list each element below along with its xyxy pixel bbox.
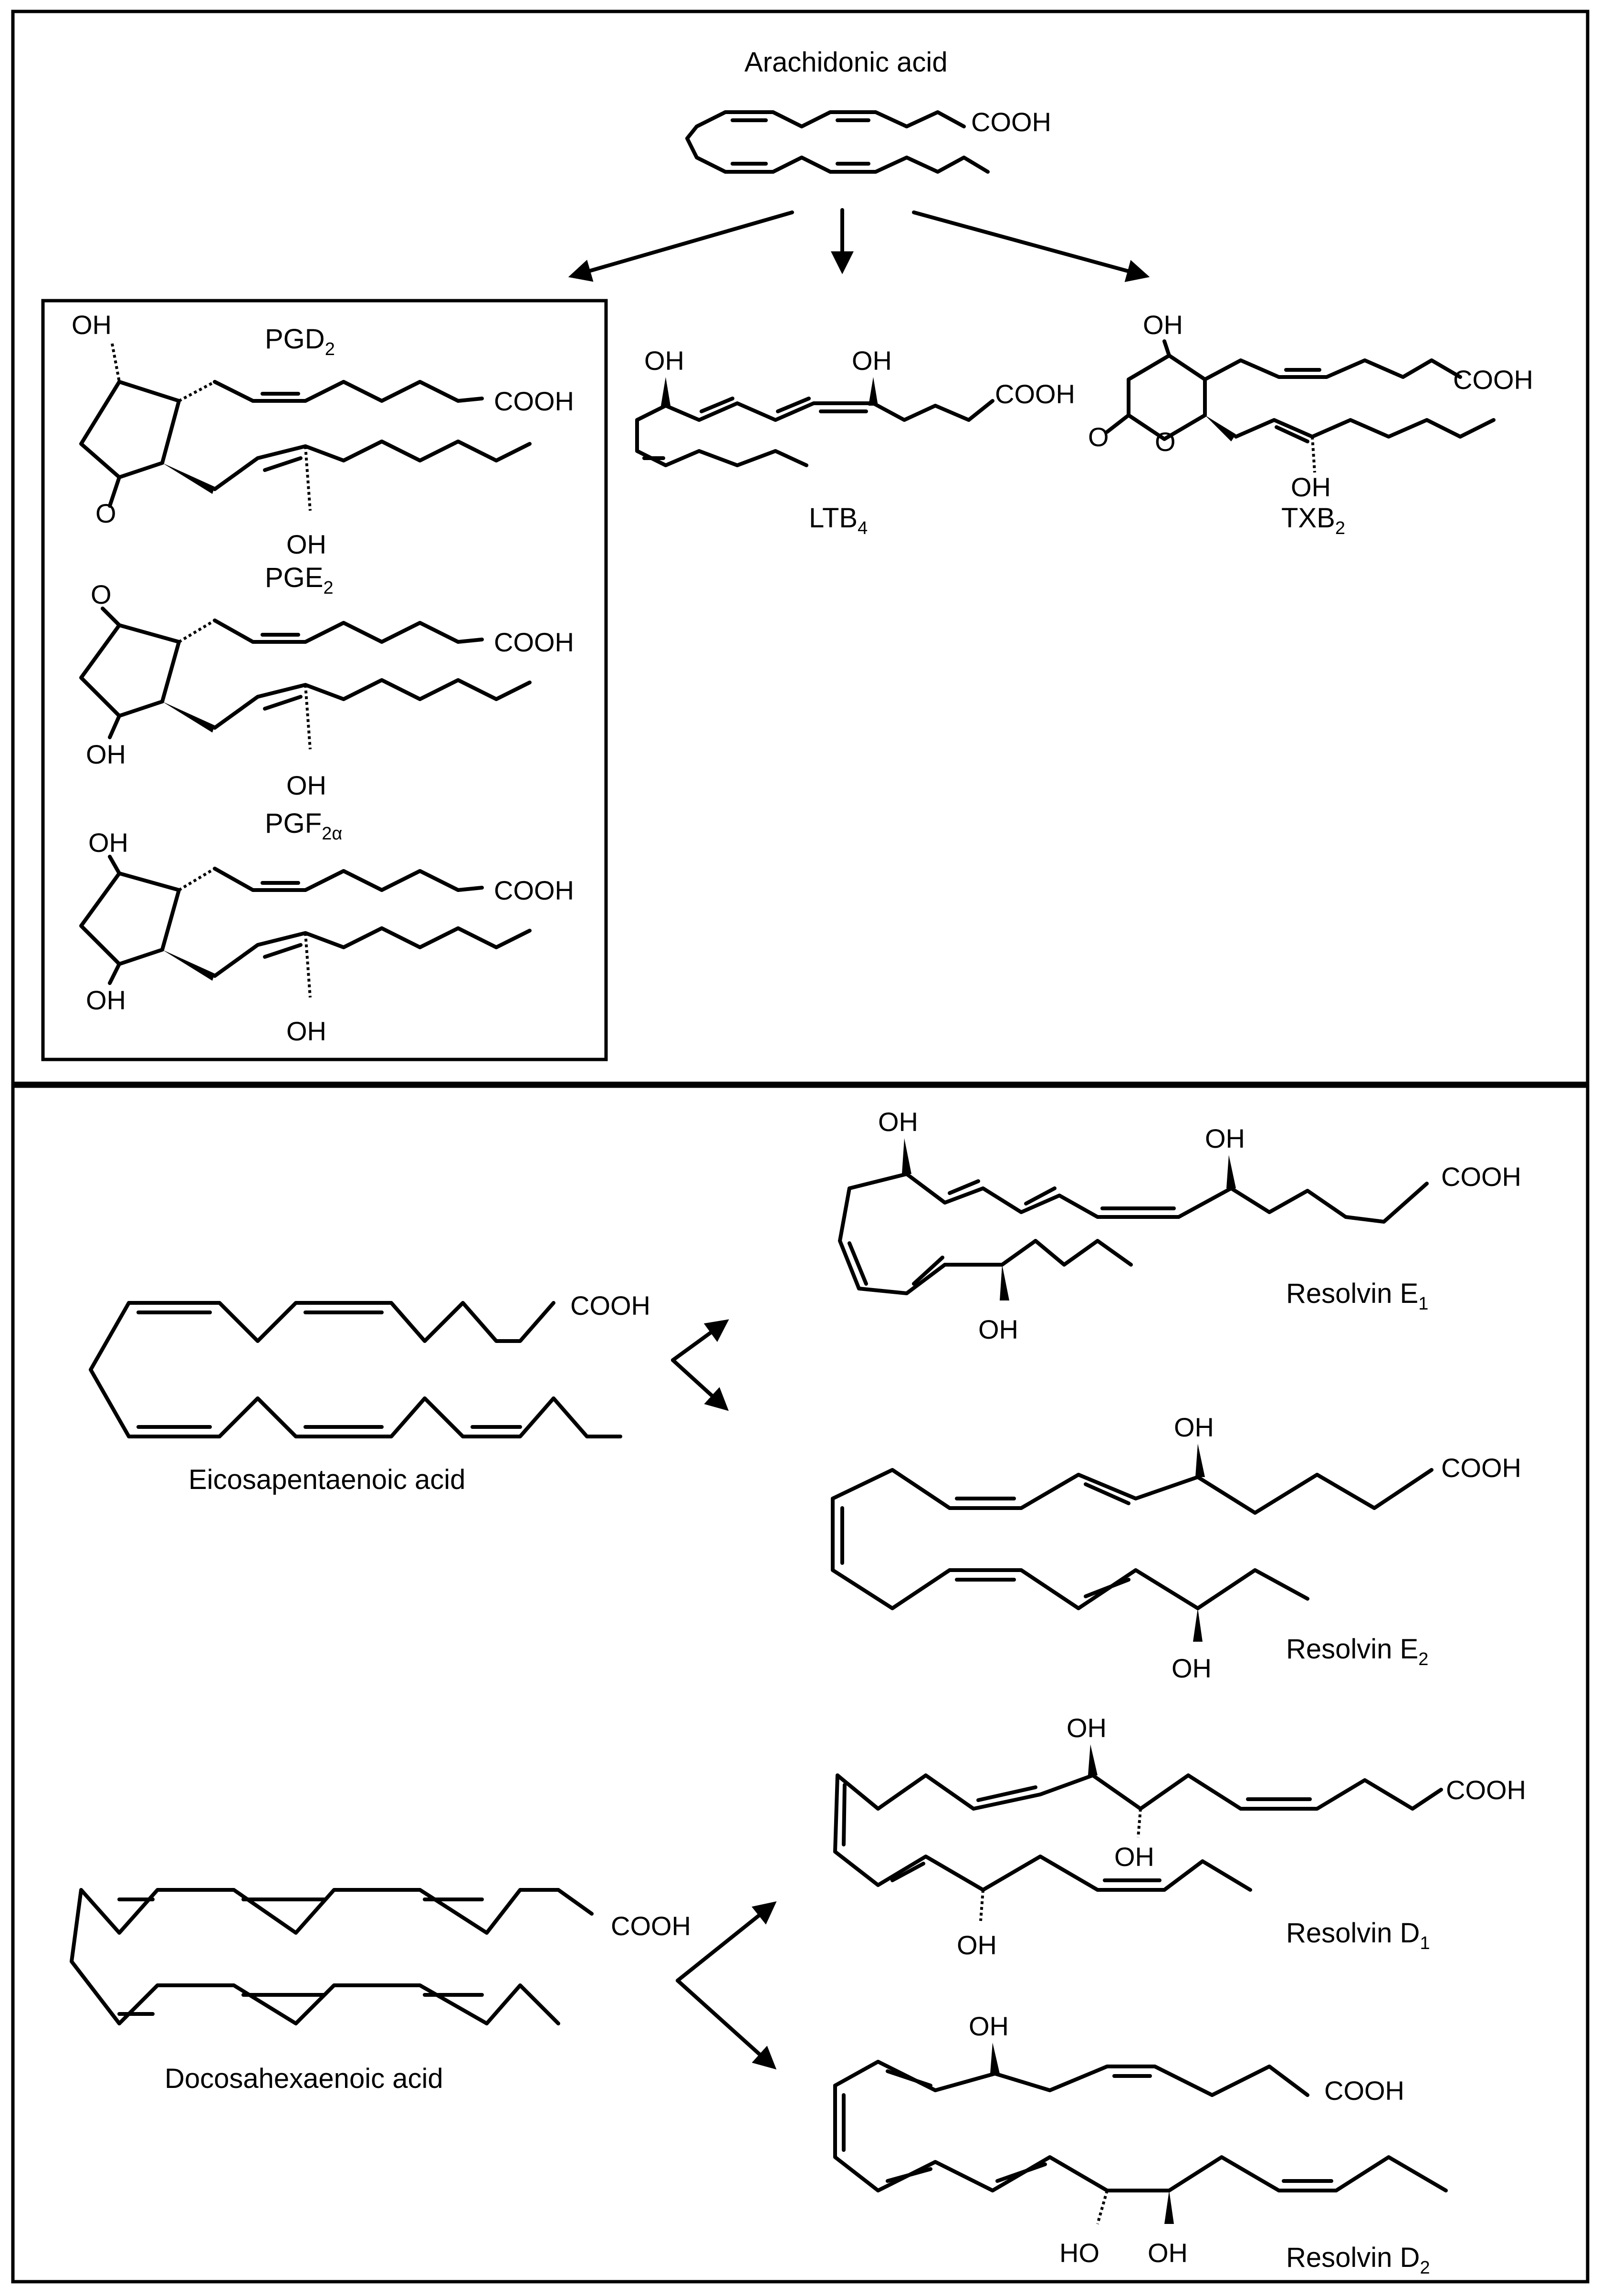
txb2-keto: O [1088,422,1109,452]
ltb4-structure: OH OH COOH LTB4 [635,346,1075,538]
rvd2-oh-bottom1: HO [1059,2238,1099,2268]
ltb4-oh-left: OH [644,346,684,376]
resolvin-e1-structure: OH OH COOH OH Resolvin E1 [838,1107,1521,1344]
txb2-oh-top: OH [1143,310,1183,340]
txb2-structure: OH O O COOH OH TXB2 [1088,310,1533,538]
epa-structure: COOH Eicosapentaenoic acid [89,1290,650,1495]
rvd1-cooh: COOH [1446,1775,1526,1805]
pge2-oh-ring: OH [86,739,126,769]
rve1-cooh: COOH [1441,1162,1521,1192]
pge2-structure: PGE2 O COOH OH OH [79,562,574,800]
pgf2a-oh-ring: OH [86,985,126,1015]
ltb4-oh-right: OH [852,346,892,376]
dha-label: Docosahexaenoic acid [165,2063,443,2094]
epa-label: Eicosapentaenoic acid [188,1464,465,1495]
txb2-cooh: COOH [1453,365,1533,395]
rve1-oh-bottom: OH [978,1314,1018,1344]
rve1-label: Resolvin E1 [1286,1278,1428,1314]
pge2-oh-chain: OH [286,770,326,800]
pgf2a-cooh: COOH [494,875,574,905]
rvd1-oh-top: OH [1067,1713,1107,1743]
rvd2-label: Resolvin D2 [1286,2242,1430,2278]
rvd1-label: Resolvin D1 [1286,1918,1430,1953]
top-panel-frame [11,10,1590,1085]
arrow-to-txb2 [912,210,1150,282]
rvd2-oh-top: OH [969,2011,1009,2041]
ltb4-cooh: COOH [995,379,1075,409]
rve1-oh-top2: OH [1205,1123,1245,1153]
rve2-label: Resolvin E2 [1286,1634,1428,1669]
rve1-oh-top1: OH [878,1107,918,1137]
rvd1-oh-mid: OH [1114,1842,1154,1872]
arachidonic-cooh: COOH [971,107,1051,137]
txb2-ring-o: O [1155,427,1176,457]
resolvin-e2-structure: OH COOH OH Resolvin E2 [831,1412,1521,1683]
rvd2-oh-bottom2: OH [1148,2238,1188,2268]
rve2-oh-top: OH [1174,1412,1214,1442]
pgd2-oh-top: OH [72,310,112,340]
txb2-oh-bottom: OH [1291,472,1331,502]
pgd2-ketone: O [95,498,116,528]
pgf2a-oh-top: OH [88,828,128,858]
rvd1-oh-bottom: OH [957,1930,997,1960]
dha-cooh: COOH [611,1911,691,1941]
prostaglandin-box-frame [41,299,608,1061]
arrow-to-prostaglandins [568,210,794,282]
arachidonic-acid-label: Arachidonic acid [744,47,948,78]
pge2-ketone: O [91,579,112,609]
pgd2-oh-bottom: OH [286,529,326,559]
pgd2-cooh: COOH [494,386,574,416]
txb2-label: TXB2 [1281,503,1345,538]
arachidonic-acid-structure: Arachidonic acid COOH [685,47,1051,174]
pgf2a-structure: PGF2α OH COOH OH OH [79,808,574,1046]
rve2-oh-bottom: OH [1172,1653,1212,1683]
rvd2-cooh: COOH [1324,2076,1404,2106]
pgf2a-label: PGF2α [265,808,342,844]
resolvin-d2-structure: OH COOH HO OH Resolvin D2 [833,2011,1448,2278]
pge2-cooh: COOH [494,627,574,657]
bottom-panel-frame [11,1084,1590,2284]
pgf2a-oh-chain: OH [286,1016,326,1046]
epa-cooh: COOH [570,1290,650,1321]
pgd2-structure: OH PGD2 COOH O OH [72,310,574,559]
pge2-label: PGE2 [265,562,334,598]
rve2-cooh: COOH [1441,1453,1521,1483]
dha-structure: COOH Docosahexaenoic acid [70,1888,691,2094]
resolvin-d1-structure: OH COOH OH OH Resolvin D1 [833,1713,1526,1960]
pgd2-label: PGD2 [265,324,335,359]
ltb4-label: LTB4 [809,503,868,538]
